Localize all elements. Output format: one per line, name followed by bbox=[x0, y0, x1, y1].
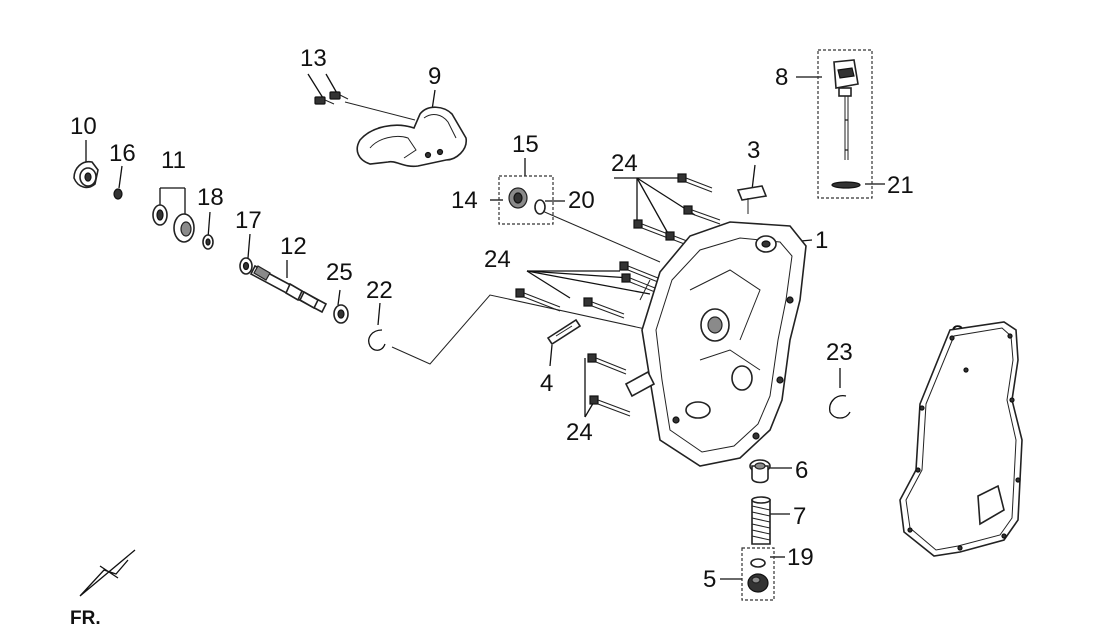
callout-18: 18 bbox=[197, 184, 224, 211]
part-21-o-ring bbox=[831, 181, 861, 189]
part-6-drain-plug bbox=[749, 459, 771, 484]
part-12-shaft bbox=[249, 264, 328, 314]
callout-12: 12 bbox=[280, 233, 307, 260]
callout-24-top: 24 bbox=[611, 150, 638, 177]
part-8-dipstick bbox=[833, 59, 859, 160]
callout-21: 21 bbox=[887, 172, 914, 199]
callout-20: 20 bbox=[568, 187, 595, 214]
part-11-bearings bbox=[152, 204, 195, 243]
group-box-15 bbox=[498, 175, 554, 225]
front-orientation-indicator: FR. bbox=[70, 549, 136, 629]
part-23-circlip bbox=[829, 395, 851, 419]
part-2-gasket bbox=[899, 321, 1023, 557]
part-17-seal bbox=[239, 257, 253, 275]
callout-6: 6 bbox=[795, 457, 808, 484]
part-16-washer bbox=[113, 188, 123, 200]
callout-11: 11 bbox=[161, 147, 186, 174]
part-24-bolts bbox=[515, 173, 721, 417]
callout-8: 8 bbox=[775, 64, 788, 91]
callout-22: 22 bbox=[366, 277, 393, 304]
part-5-filter-cap bbox=[747, 573, 769, 593]
part-1-crankcase-cover bbox=[624, 221, 807, 467]
part-10-flange bbox=[73, 160, 99, 189]
callout-4: 4 bbox=[540, 370, 553, 397]
part-20-o-ring bbox=[534, 199, 546, 215]
callout-23: 23 bbox=[826, 339, 853, 366]
callout-14: 14 bbox=[451, 187, 478, 214]
callout-5: 5 bbox=[703, 566, 716, 593]
callout-24-bottom: 24 bbox=[566, 419, 593, 446]
callout-16: 16 bbox=[109, 140, 136, 167]
callout-19: 19 bbox=[787, 544, 814, 571]
part-19-o-ring bbox=[750, 558, 766, 568]
callout-24-middle: 24 bbox=[484, 246, 511, 273]
front-label: FR. bbox=[70, 608, 101, 629]
callout-25: 25 bbox=[326, 259, 353, 286]
callout-7: 7 bbox=[793, 503, 806, 530]
group-box-19 bbox=[741, 547, 775, 601]
callout-17: 17 bbox=[235, 207, 262, 234]
part-22-circlip bbox=[368, 329, 386, 351]
callout-3: 3 bbox=[747, 137, 760, 164]
callout-10: 10 bbox=[70, 113, 97, 140]
leader-lines bbox=[85, 73, 956, 580]
callout-9: 9 bbox=[428, 63, 441, 90]
part-9-bracket bbox=[356, 106, 467, 168]
callout-15: 15 bbox=[512, 131, 539, 158]
part-3-plate bbox=[736, 185, 768, 214]
part-18-washer bbox=[202, 234, 214, 250]
group-box-8 bbox=[817, 49, 873, 199]
callout-1: 1 bbox=[815, 227, 828, 254]
part-13-bolts bbox=[314, 91, 349, 105]
part-4-key bbox=[546, 318, 582, 346]
part-7-spring bbox=[751, 496, 771, 545]
part-14-oil-seal bbox=[508, 187, 528, 209]
callout-13: 13 bbox=[300, 45, 327, 72]
front-arrow-icon bbox=[79, 549, 136, 597]
part-25-washer bbox=[333, 304, 349, 324]
